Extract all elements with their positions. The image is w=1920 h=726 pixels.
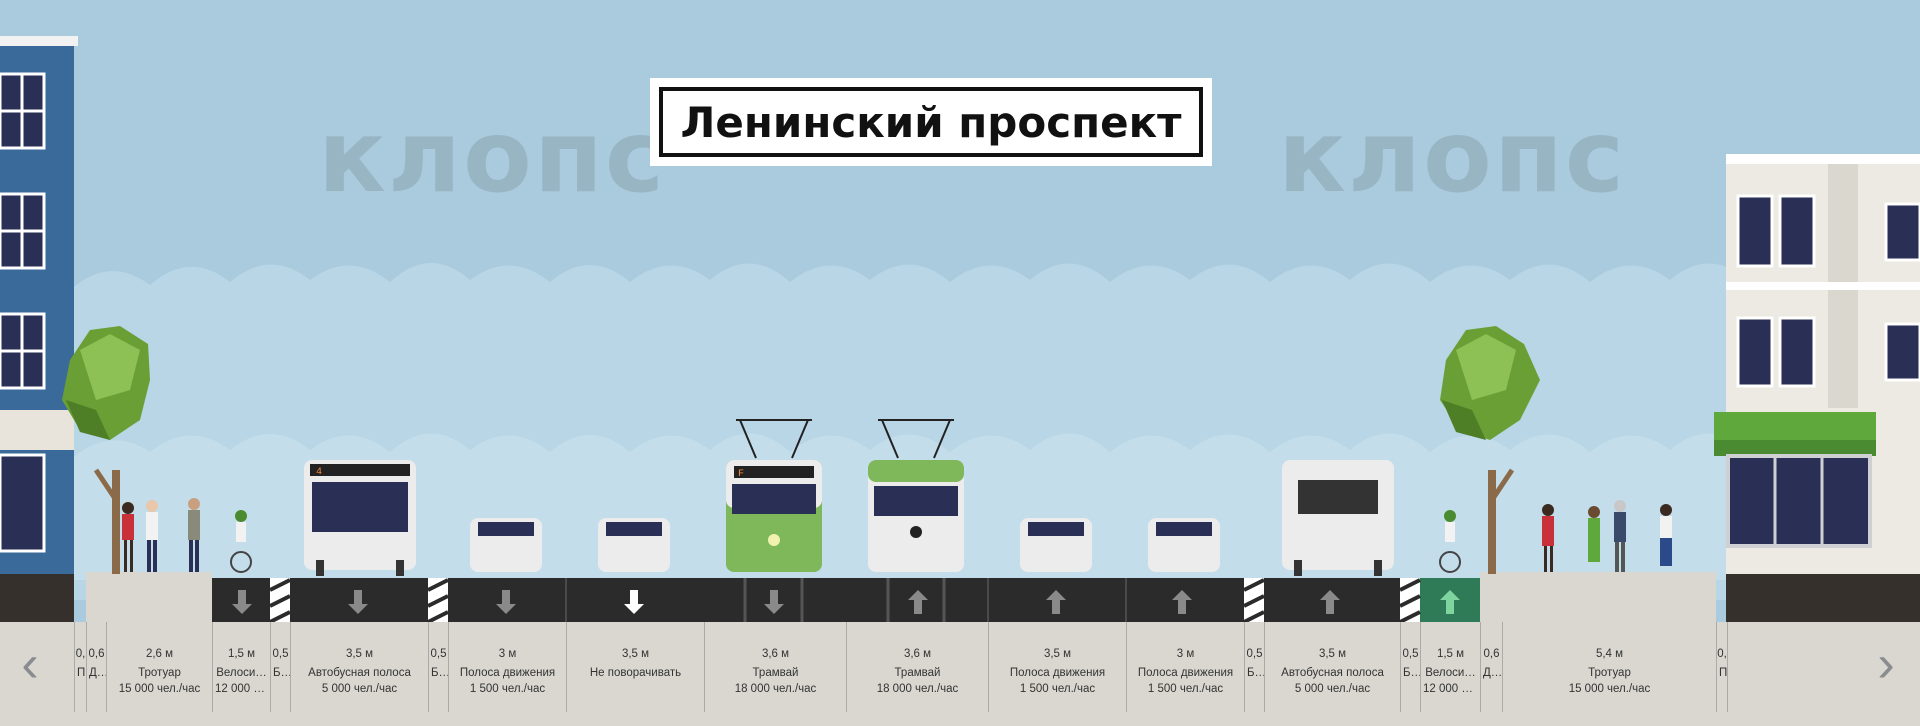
- street-name-sign[interactable]: Ленинский проспект: [650, 78, 1212, 166]
- watermark-right: клопс: [1278, 98, 1627, 215]
- svg-text:4: 4: [316, 467, 322, 478]
- building-right: [1714, 154, 1920, 622]
- pedestrians-left: [122, 498, 200, 572]
- roadway: [212, 578, 1480, 622]
- no-turn-arrow: [624, 590, 644, 614]
- bus-left: 4: [304, 460, 416, 576]
- car-1: [470, 518, 542, 572]
- chevron-right-icon: ›: [1877, 635, 1895, 693]
- cyclist-right: [1439, 510, 1461, 573]
- building-left: [0, 36, 78, 622]
- buffers: [269, 578, 1421, 624]
- tram-tracks: [743, 578, 946, 622]
- chevron-left-icon: ‹: [21, 635, 39, 693]
- pedestrians-right: [1542, 500, 1672, 572]
- sidewalk-left: [86, 572, 212, 622]
- scroll-left-button[interactable]: ‹: [10, 635, 50, 693]
- car-4: [1148, 518, 1220, 572]
- watermark-left: клопс: [318, 98, 667, 215]
- bus-right: [1282, 460, 1394, 576]
- segment-0[interactable]: 0,П: [74, 622, 86, 712]
- street-name-text[interactable]: Ленинский проспект: [659, 87, 1203, 157]
- bike-arrow: [1440, 590, 1460, 614]
- car-2: [598, 518, 670, 572]
- segment-19[interactable]: 0,П: [1716, 622, 1728, 712]
- lane-arrows: [232, 590, 1340, 614]
- cyclist-left: [230, 510, 252, 573]
- tram-right: [868, 419, 964, 572]
- tram-left: F: [726, 419, 822, 572]
- scroll-right-button[interactable]: ›: [1866, 635, 1906, 693]
- tree-left: [62, 326, 150, 574]
- car-3: [1020, 518, 1092, 572]
- tree-right: [1440, 326, 1540, 574]
- lane-dividers: [565, 578, 1127, 622]
- svg-text:F: F: [738, 469, 744, 480]
- sidewalk-right: [1480, 572, 1716, 622]
